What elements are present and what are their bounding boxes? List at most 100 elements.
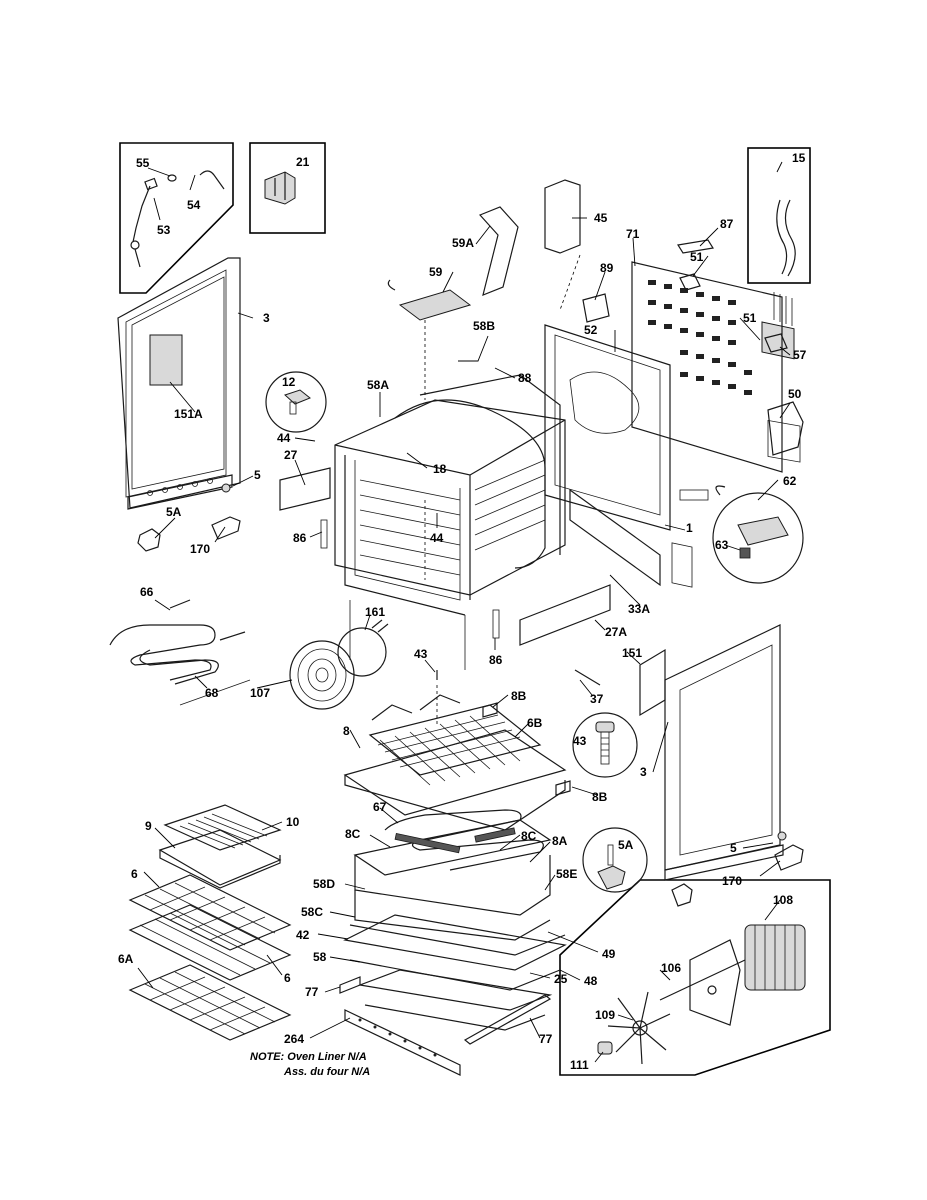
callout-25: 25 <box>554 972 568 986</box>
callout-88: 88 <box>518 371 532 385</box>
inset-box-part-15 <box>747 147 811 360</box>
callout-42: 42 <box>296 928 310 942</box>
callout-27: 27 <box>284 448 298 462</box>
callout-87: 87 <box>720 217 734 231</box>
callout-45: 45 <box>594 211 608 225</box>
callout-44a: 44 <box>277 431 291 445</box>
rear-panel-71 <box>631 261 783 473</box>
callout-3b: 3 <box>640 765 647 779</box>
callout-33a: 33A <box>628 602 650 616</box>
callout-5a: 5 <box>254 468 261 482</box>
rack-guides <box>359 459 546 576</box>
kick-panel-264 <box>344 1009 461 1076</box>
vent-holes <box>147 478 213 496</box>
callout-161: 161 <box>365 605 385 619</box>
inset-circle-43 <box>572 712 638 778</box>
inset-circle-62 <box>712 485 804 584</box>
callout-49: 49 <box>602 947 616 961</box>
callout-106: 106 <box>661 961 681 975</box>
callout-52: 52 <box>584 323 598 337</box>
rail-77 <box>339 976 552 1045</box>
oven-liner-note: NOTE: Oven Liner N/A Ass. du four N/A <box>250 1051 370 1078</box>
callout-63: 63 <box>715 538 729 552</box>
callout-111: 111 <box>570 1058 589 1072</box>
callout-54: 54 <box>187 198 201 212</box>
duct-59a <box>478 206 519 296</box>
bracket-50 <box>767 401 804 456</box>
element-59 <box>387 279 472 321</box>
callout-6a: 6A <box>118 952 134 966</box>
callout-58e: 58E <box>556 867 577 881</box>
callout-8c1: 8C <box>345 827 361 841</box>
broil-element <box>109 599 251 706</box>
callout-170a: 170 <box>190 542 210 556</box>
duct-45 <box>544 179 581 254</box>
callout-8b1: 8B <box>511 689 527 703</box>
callout-1: 1 <box>686 521 693 535</box>
callout-18: 18 <box>433 462 447 476</box>
bracket-89 <box>582 293 610 323</box>
callout-5ab: 5A <box>618 838 634 852</box>
callout-6a6: 6 <box>131 867 138 881</box>
callout-43b: 43 <box>573 734 587 748</box>
hinge-170-right <box>774 844 804 871</box>
callout-labels: 55 54 53 21 15 45 87 59A 71 51 59 89 3 5… <box>118 151 807 1072</box>
callout-151a: 151A <box>174 407 203 421</box>
callout-264: 264 <box>284 1032 304 1046</box>
back-panel-1 <box>544 324 693 588</box>
callout-5b: 5 <box>730 841 737 855</box>
callout-21: 21 <box>296 155 310 169</box>
rail-27 <box>279 467 331 511</box>
callout-86b: 86 <box>489 653 503 667</box>
rail-33a <box>569 488 661 587</box>
callout-62: 62 <box>783 474 797 488</box>
oven-racks-6 <box>128 874 292 981</box>
callout-59: 59 <box>429 265 443 279</box>
note-line-2: Ass. du four N/A <box>283 1066 370 1078</box>
callout-10: 10 <box>286 815 300 829</box>
fan-cover-107 <box>289 640 355 710</box>
left-side-panel <box>117 257 241 510</box>
callout-86a: 86 <box>293 531 307 545</box>
oven-rack-6a <box>128 964 292 1041</box>
callout-89: 89 <box>600 261 614 275</box>
callout-109: 109 <box>595 1008 615 1022</box>
callout-57: 57 <box>793 348 807 362</box>
rack-6b-wires <box>377 714 521 786</box>
callout-48: 48 <box>584 974 598 988</box>
inset-circle-12 <box>265 371 327 433</box>
hinge-86 <box>320 519 500 639</box>
bracket-51 <box>679 273 788 353</box>
hinge-5a-right <box>671 883 693 907</box>
callout-77b: 77 <box>539 1032 553 1046</box>
bracket-87 <box>677 239 714 254</box>
inset-box-part-21 <box>249 142 326 234</box>
callout-43a: 43 <box>414 647 428 661</box>
callout-67: 67 <box>373 800 387 814</box>
callout-51b: 51 <box>743 311 757 325</box>
callout-170b: 170 <box>722 874 742 888</box>
inset-box-sensor <box>119 142 234 294</box>
oven-cavity <box>334 374 566 670</box>
callout-6b6: 6 <box>284 971 291 985</box>
callout-108: 108 <box>773 893 793 907</box>
callout-8b2: 8B <box>592 790 608 804</box>
oven-rack-6b <box>368 694 542 786</box>
broiler-grill-slots <box>179 813 268 849</box>
callout-3a: 3 <box>263 311 270 325</box>
grille-57 <box>767 292 801 463</box>
callout-37: 37 <box>590 692 604 706</box>
clip-8b <box>482 702 571 796</box>
callout-107: 107 <box>250 686 270 700</box>
bracket-151 <box>639 648 666 717</box>
rear-vents <box>648 280 752 395</box>
callout-71: 71 <box>626 227 640 241</box>
callout-58a: 58A <box>367 378 389 392</box>
callout-58b: 58B <box>473 319 495 333</box>
callout-77a: 77 <box>305 985 319 999</box>
callout-58c: 58C <box>301 905 323 919</box>
callout-44b: 44 <box>430 531 444 545</box>
callout-53: 53 <box>157 223 171 237</box>
